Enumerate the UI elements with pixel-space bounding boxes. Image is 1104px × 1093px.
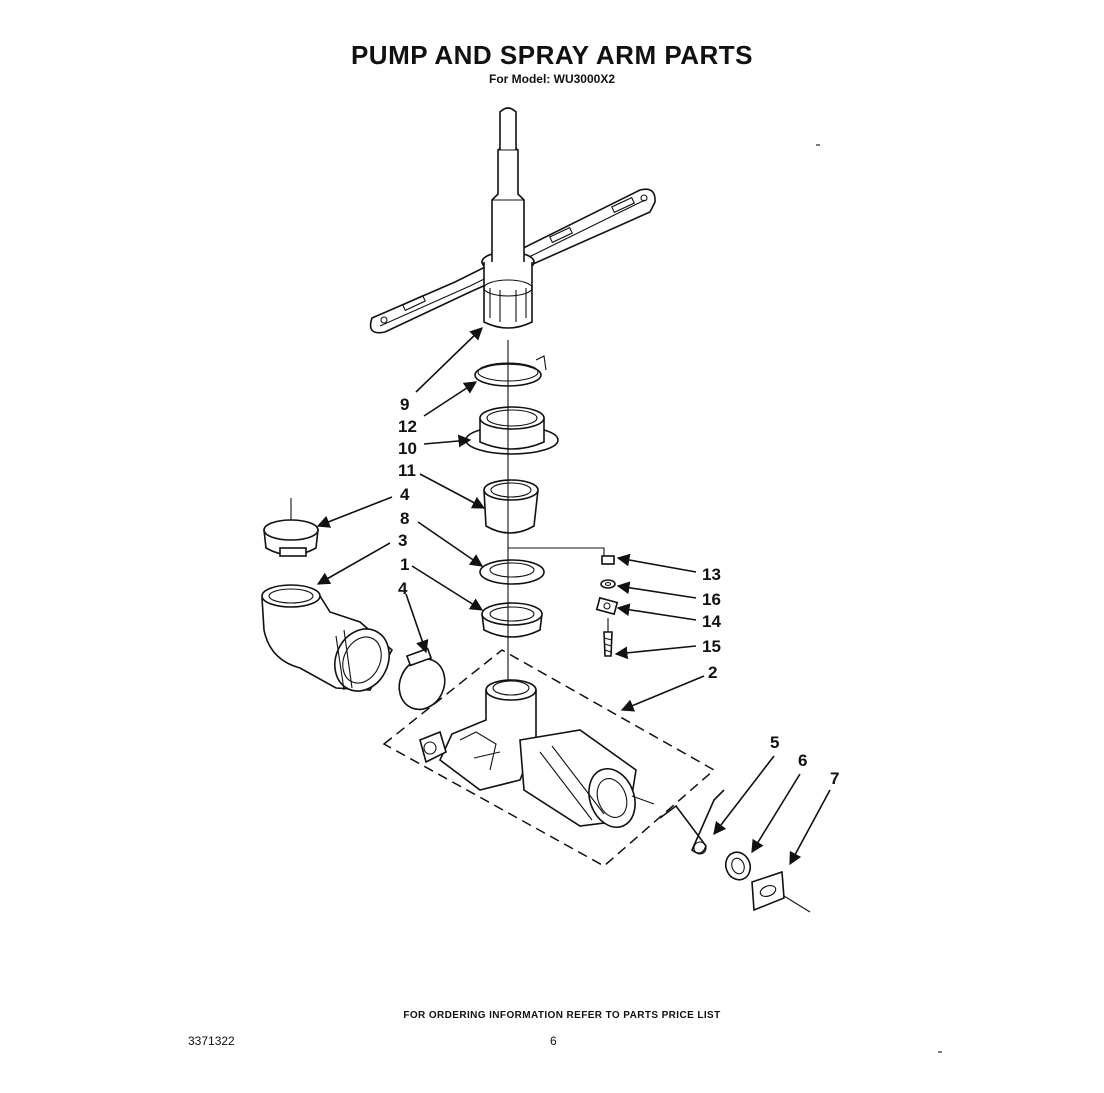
document-number: 3371322: [188, 1034, 235, 1048]
callout-7: 7: [830, 769, 839, 788]
pump-motor-assembly: [382, 649, 716, 867]
wire-clip-part-5: [659, 789, 725, 855]
callout-11: 11: [398, 461, 416, 480]
ring-part-12: [474, 355, 547, 387]
callout-3: 3: [398, 531, 407, 550]
gasket-part-7: [751, 870, 811, 913]
hose-clamp-lower: [398, 647, 446, 711]
spray-arm-assembly: [369, 107, 656, 334]
cup-part-11: [483, 479, 539, 534]
callout-13: 13: [702, 565, 721, 584]
callout-12: 12: [398, 417, 417, 436]
callout-6: 6: [798, 751, 807, 770]
hardware-nut-13: [601, 555, 615, 565]
hose-clamp-upper: [263, 498, 319, 557]
callout-1: 1: [400, 555, 409, 574]
callout-2: 2: [708, 663, 717, 682]
grommet-part-6: [724, 851, 752, 881]
page-number: 6: [550, 1034, 557, 1048]
hardware-washer-16: [600, 579, 616, 589]
hardware-nut-14: [595, 596, 619, 616]
callout-5: 5: [770, 733, 779, 752]
model-subtitle: For Model: WU3000X2: [488, 72, 616, 86]
callout-9: 9: [400, 395, 409, 414]
hardware-screw-15: [603, 618, 613, 657]
leader-lines: [316, 327, 831, 866]
callout-15: 15: [702, 637, 721, 656]
collar-part-10: [465, 406, 559, 455]
callout-14: 14: [702, 612, 721, 631]
page-title: PUMP AND SPRAY ARM PARTS: [350, 40, 754, 70]
seal-part-1: [481, 602, 543, 638]
callout-8: 8: [400, 509, 409, 528]
callout-labels: 9 12 10 11 4 8 3 1 4 13 16 14 15 2 5 6 7: [398, 395, 839, 788]
ordering-note: FOR ORDERING INFORMATION REFER TO PARTS …: [403, 1010, 721, 1021]
callout-16: 16: [702, 590, 721, 609]
seal-part-8: [479, 559, 545, 585]
callout-4-lower: 4: [398, 579, 408, 598]
callout-10: 10: [398, 439, 417, 458]
elbow-hose-part-3: [261, 584, 394, 692]
callout-4-upper: 4: [400, 485, 410, 504]
